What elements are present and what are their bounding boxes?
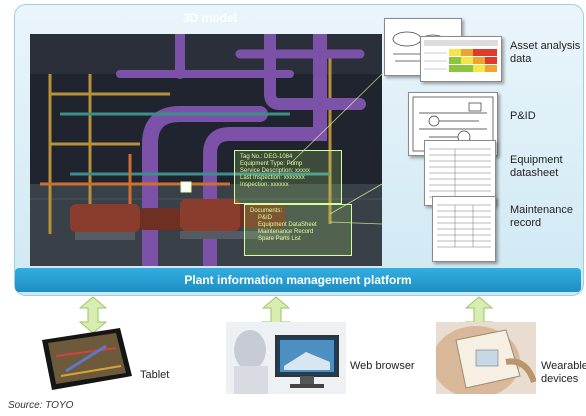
equipment-datasheet-document: [424, 140, 496, 206]
datasheet-form: [429, 148, 491, 198]
document-links-overlay: Documents: P&ID Equipment DataSheet Main…: [244, 204, 352, 256]
equipment-info-overlay: Tag No.: DEG-1084 Equipment Type: Pump S…: [234, 150, 342, 204]
overlay-line: Maintenance Record: [258, 229, 314, 235]
overlay-line: Spare Parts List: [258, 236, 301, 242]
tablet-icon: [42, 328, 132, 390]
web-browser-label: Web browser: [350, 360, 415, 372]
wearable-label: Wearable devices: [541, 360, 586, 386]
overlay-line: Tag No.: DEG-1084: [240, 154, 293, 160]
plant-3d-rendering: [30, 34, 382, 266]
wearable-device-icon: [436, 322, 536, 394]
maintenance-form: [437, 204, 491, 248]
source-note: Source: TOYO: [8, 400, 74, 411]
overlay-line: Inspection: xxxxxx: [240, 182, 289, 188]
overlay-line: P&ID: [258, 215, 273, 221]
equipment-datasheet-label: Equipment datasheet: [510, 154, 563, 179]
risk-matrix: [424, 40, 498, 72]
web-browser-icon: [226, 322, 346, 394]
3d-model-view: Tag No.: DEG-1084 Equipment Type: Pump S…: [30, 34, 382, 266]
overlay-line: Last Inspection: xxxxxxx: [240, 175, 305, 181]
overlay-line: Documents:: [250, 208, 283, 214]
overlay-line: Equipment Type: Pump: [240, 161, 303, 167]
overlay-line: Equipment DataSheet: [258, 222, 317, 228]
asset-analysis-label: Asset analysis data: [510, 40, 581, 65]
model-title: 3D model: [182, 11, 237, 25]
overlay-line: Service Description: xxxxx: [240, 168, 311, 174]
platform-band: Plant information management platform: [15, 268, 581, 292]
asset-analysis-document: [420, 36, 502, 82]
tablet-label: Tablet: [140, 369, 170, 381]
pid-label: P&ID: [510, 110, 536, 122]
wearable-label-text: Wearable devices: [541, 360, 586, 385]
maintenance-record-document: [432, 196, 496, 262]
maintenance-record-label: Maintenance record: [510, 204, 573, 229]
